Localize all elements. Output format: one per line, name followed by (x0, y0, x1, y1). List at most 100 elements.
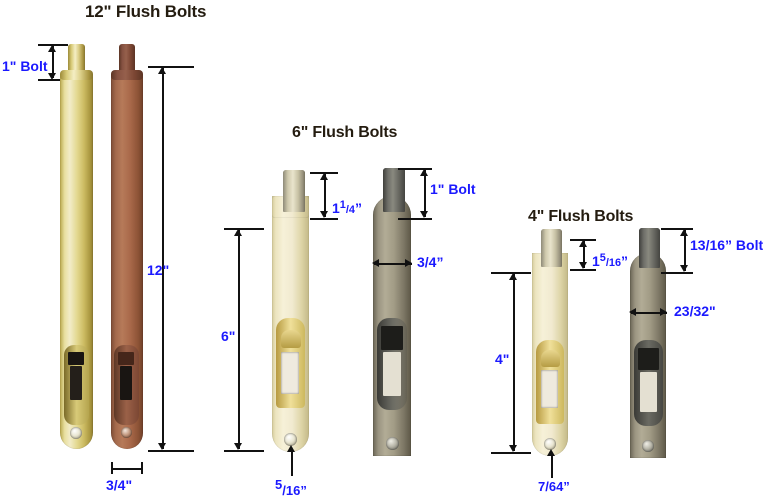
bolt-latch-lever (281, 352, 299, 394)
bolt-latch-lever (640, 372, 657, 412)
bolt-pin-front (383, 168, 405, 212)
arrowhead-6-overall-up (234, 229, 242, 236)
label-4-throw-whole: 1 (592, 252, 600, 269)
tick-12-bolt-bottom (38, 79, 68, 81)
label-6-screw-numerator: 5 (275, 477, 283, 492)
arrowhead-4-overall-up (509, 273, 517, 280)
bolt-pin-front (541, 229, 562, 267)
arrowhead-4-throw-down (579, 262, 587, 269)
tick-4-throw-bottom (570, 269, 596, 271)
arrowhead-4-throw-up (579, 240, 587, 247)
bolt-pin-front (283, 170, 305, 212)
bolt-latch-lever (120, 366, 132, 400)
label-4-throw-unit: ” (621, 252, 629, 269)
dimline-12-width (111, 468, 143, 470)
arrowhead-12-bolt-down (48, 73, 56, 80)
bolt-latch-thumb (281, 330, 301, 348)
dimline-12-overall (162, 68, 164, 449)
dimline-4-throw-right (684, 230, 686, 271)
label-4-plate-width: 23/32" (674, 303, 716, 319)
tick-12-overall-bottom (148, 450, 194, 452)
dimline-6-overall (238, 230, 240, 449)
arrowhead-4-throw-r-up (680, 229, 688, 236)
tick-6-overall-top (224, 228, 264, 230)
dimline-4-width (631, 312, 667, 314)
label-6-overall-length: 6" (221, 328, 236, 344)
dimline-6-throw-right (424, 170, 426, 217)
arrowhead-4-overall-down (509, 445, 517, 452)
label-6-plate-width: 3/4” (417, 254, 444, 270)
arrowhead-12-overall-up (158, 67, 166, 74)
label-12-plate-width: 3/4" (106, 477, 133, 493)
arrowhead-6-throw-r-down (420, 211, 428, 218)
label-4-overall-length: 4" (495, 351, 510, 367)
tick-12-width-left (111, 462, 113, 474)
bolt-plate-cap (111, 70, 143, 80)
tick-12-overall-top (148, 66, 194, 68)
bolt-latch-slot (381, 326, 403, 350)
bolt-screw-hole (121, 427, 132, 438)
arrowhead-6-screw-hole (287, 445, 295, 452)
arrowhead-12-bolt-up (48, 45, 56, 52)
group-title-12: 12" Flush Bolts (85, 2, 207, 21)
label-4-throw-fraction: 5/16 (599, 252, 622, 269)
bolt-plate-cap (60, 70, 93, 80)
label-6-throw-whole: 1 (332, 199, 340, 216)
arrowhead-6-throw-down (320, 211, 328, 218)
dimline-6-throw (324, 174, 326, 217)
tick-6-throw-r-bottom (398, 218, 432, 220)
label-6-throw-denominator: 4 (348, 203, 355, 216)
bolt-screw-hole (70, 427, 82, 439)
arrowhead-6-throw-r-up (420, 169, 428, 176)
arrowhead-6-throw-up (320, 173, 328, 180)
dimline-4-throw (583, 241, 585, 268)
arrowhead-4-throw-r-down (680, 265, 688, 272)
bolt-latch-slot (118, 352, 134, 365)
arrowhead-12-overall-down (158, 443, 166, 450)
tick-6-throw-bottom (310, 218, 338, 220)
label-6-screw-denominator: 16 (285, 482, 301, 498)
label-4-bolt-throw: 15/16” (592, 253, 628, 269)
tick-4-throw-r-top (661, 228, 693, 230)
arrowhead-4-width-right (660, 308, 667, 316)
label-6-throw-fraction: 1/4 (339, 199, 355, 216)
label-6-screw-hole: 5/16” (275, 477, 307, 498)
arrowhead-6-width-left (372, 259, 379, 267)
tick-4-throw-r-bottom (661, 272, 693, 274)
label-12-overall-length: 12" (147, 262, 170, 278)
label-6-screw-fraction: 5/16 (275, 477, 301, 498)
label-6-throw-numerator: 1 (339, 199, 346, 211)
bolt-latch-lever (541, 370, 558, 408)
bolt-latch-lever (70, 366, 82, 400)
label-4-screw-hole: 7/64” (538, 479, 570, 494)
bolt-latch-thumb (541, 350, 560, 367)
bolt-screw-hole (642, 440, 654, 452)
label-4-throw-numerator: 5 (599, 252, 606, 264)
label-12-bolt-throw: 1" Bolt (2, 58, 48, 74)
arrowhead-4-width-left (629, 308, 636, 316)
dimline-6-width (374, 263, 412, 265)
bolt-latch-slot (68, 352, 84, 365)
dimline-12-bolt (52, 46, 54, 78)
bolt-screw-hole (386, 437, 399, 450)
group-title-4: 4" Flush Bolts (528, 208, 634, 225)
label-6-bolt-throw-right: 1" Bolt (430, 181, 476, 197)
bolt-latch-lever (383, 352, 401, 396)
arrowhead-6-width-right (405, 259, 412, 267)
group-title-6: 6" Flush Bolts (292, 124, 398, 141)
tick-12-width-right (141, 462, 143, 474)
bolt-screw-hole (544, 438, 556, 450)
bolt-pin-front (639, 228, 660, 268)
label-4-throw-denominator: 16 (608, 256, 622, 269)
dimline-4-overall (513, 274, 515, 451)
bolt-latch-slot (638, 348, 659, 370)
tick-6-overall-bottom (224, 450, 264, 452)
leader-6-screw-hole (291, 452, 293, 476)
arrowhead-6-overall-down (234, 443, 242, 450)
leader-4-screw-hole (551, 456, 553, 478)
label-6-throw-unit: ” (354, 199, 362, 216)
bolt-screw-hole (284, 433, 297, 446)
tick-4-overall-bottom (491, 452, 531, 454)
tick-6-throw-r-top (398, 168, 432, 170)
arrowhead-4-screw-hole (547, 449, 555, 456)
